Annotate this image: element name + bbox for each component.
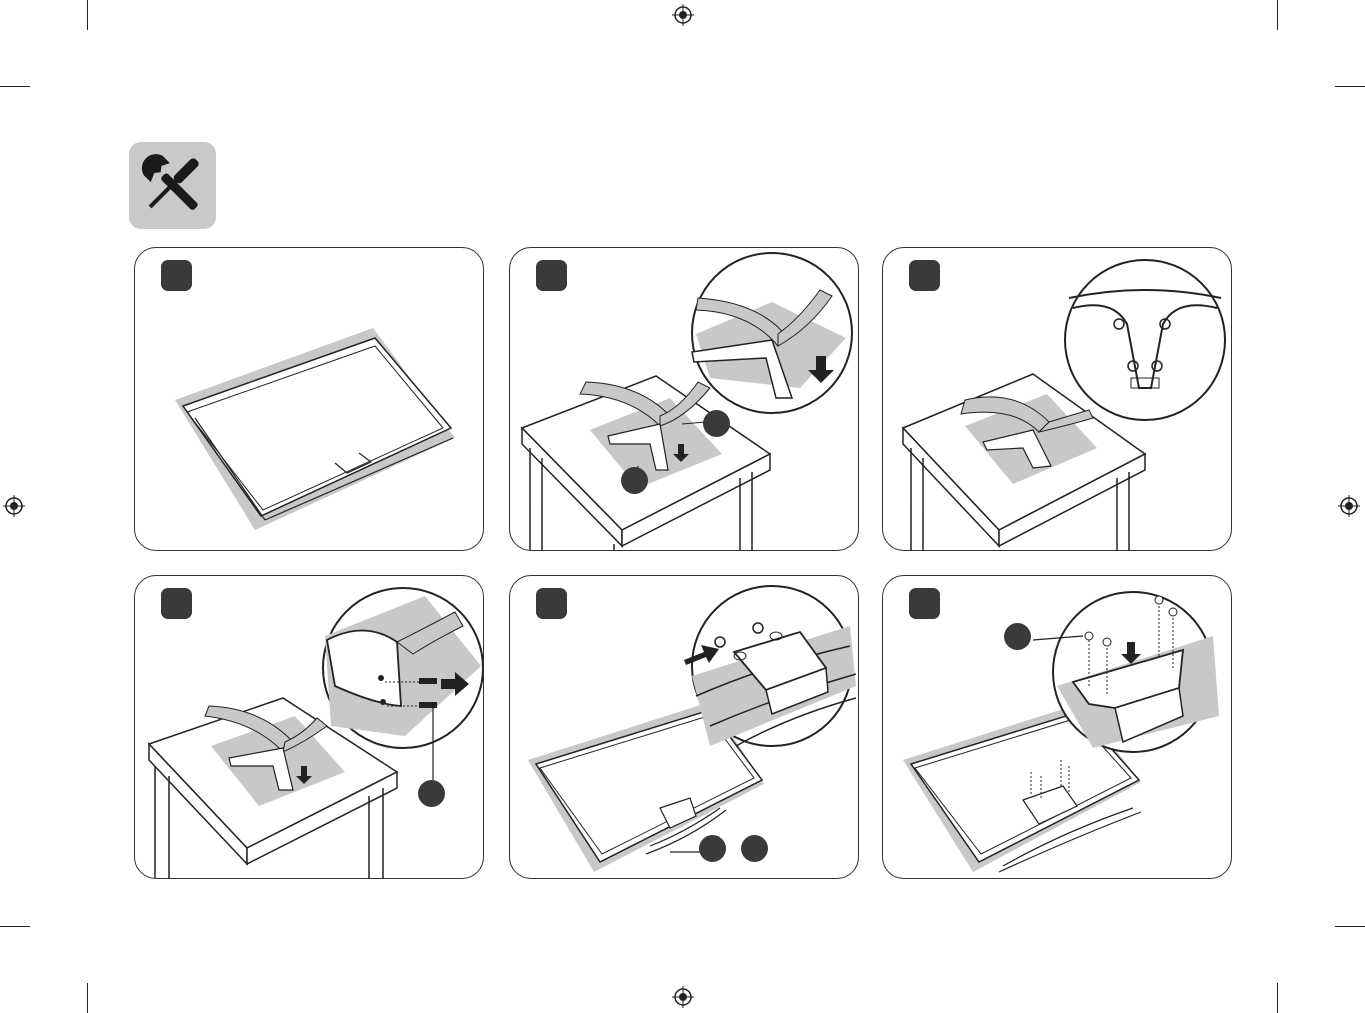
stand-screw-holes-icon [883,248,1232,551]
part-callout [703,410,730,437]
stand-base-attach-icon [510,576,859,879]
tools-badge [129,142,216,229]
crop-mark [1335,926,1365,927]
stand-insert-icon [510,248,859,551]
crop-mark [1335,86,1365,87]
step-3-panel [882,247,1232,551]
part-callout [699,835,726,862]
crop-mark [0,926,30,927]
part-callout [621,467,648,494]
part-callout [741,835,768,862]
part-callout [1004,623,1031,650]
screwdriver-and-wrench-icon [129,142,216,229]
registration-mark-icon [672,986,694,1008]
step-6-panel [882,575,1232,879]
tv-face-down-icon [135,248,484,551]
step-2-panel [509,247,859,551]
crop-mark [0,86,30,87]
crop-mark [1277,0,1278,30]
registration-mark-icon [3,495,25,517]
tv-screw-fasten-icon [883,576,1232,879]
part-callout [418,780,445,807]
crop-mark [87,983,88,1013]
stand-screw-fasten-icon [135,576,484,879]
step-4-panel [134,575,484,879]
registration-mark-icon [672,4,694,26]
step-1-panel [134,247,484,551]
step-5-panel [509,575,859,879]
crop-mark [87,0,88,30]
registration-mark-icon [1338,495,1360,517]
crop-mark [1277,983,1278,1013]
